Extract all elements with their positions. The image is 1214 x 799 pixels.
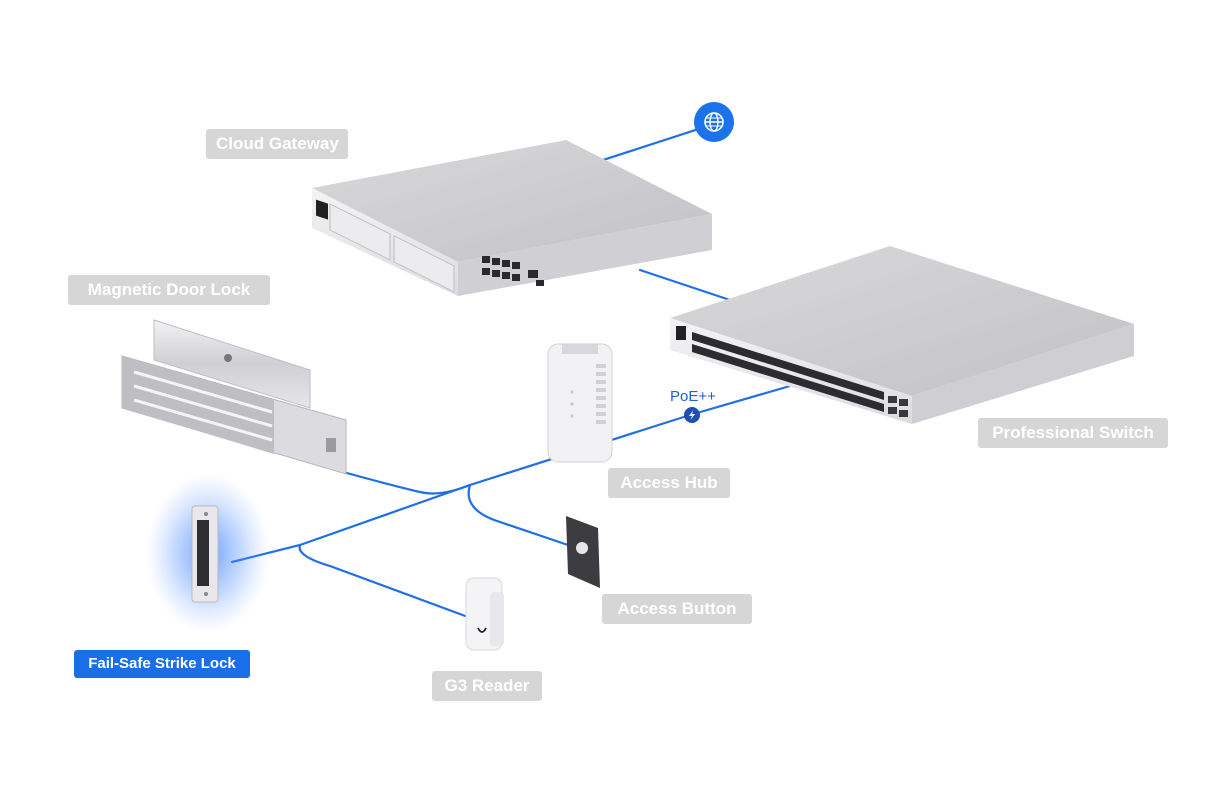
access-button-label: Access Button: [602, 594, 752, 624]
globe-icon: [694, 102, 734, 142]
cable-reader: [298, 543, 470, 619]
access-hub-label: Access Hub: [608, 468, 730, 498]
fail-safe-strike-lock-device: [146, 473, 270, 633]
professional-switch-device: [670, 246, 1134, 424]
magnetic-door-lock-label: Magnetic Door Lock: [68, 275, 270, 305]
cable-maglock: [334, 468, 472, 495]
g3-reader-device: [465, 577, 504, 651]
fail-safe-strike-lock-label: Fail-Safe Strike Lock: [74, 650, 250, 678]
magnetic-door-lock-device: [121, 319, 347, 475]
cable-access-button: [467, 483, 570, 547]
switch-ports: [692, 332, 884, 412]
access-hub-device: [547, 343, 613, 463]
poe-label: PoE++: [670, 388, 716, 405]
professional-switch-label: Professional Switch: [978, 418, 1168, 448]
g3-reader-label: G3 Reader: [432, 671, 542, 701]
cloud-gateway-label: Cloud Gateway: [206, 129, 348, 159]
bolt-icon: [684, 407, 700, 423]
cloud-gateway-device: [312, 140, 712, 296]
access-button-device: [566, 516, 600, 588]
cable-gateway-switch: [638, 268, 732, 302]
